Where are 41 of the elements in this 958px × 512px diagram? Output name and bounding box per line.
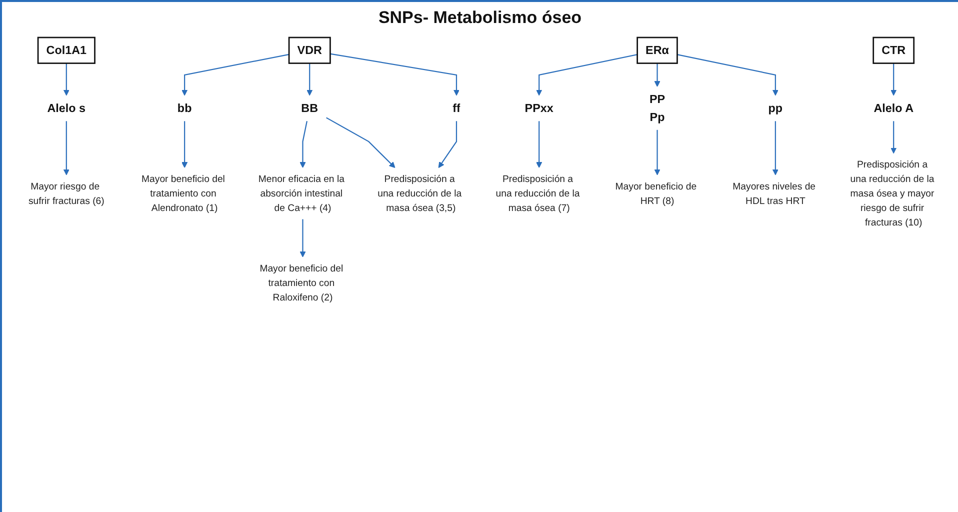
arrow [63, 63, 70, 96]
arrow [326, 117, 396, 168]
arrow [536, 54, 638, 96]
arrow [772, 121, 778, 176]
node-text: Mayor beneficio de HRT (8) [615, 180, 697, 206]
node-text: PP Pp [649, 92, 666, 124]
node-text: bb [177, 102, 192, 115]
diagram-title: SNPs- Metabolismo óseo [377, 8, 583, 28]
arrow [300, 219, 306, 258]
node-box [636, 36, 678, 64]
node-text: Mayor beneficio del tratamiento con Alendronato (1) [142, 173, 225, 214]
arrow [63, 121, 70, 176]
arrow [300, 121, 308, 168]
node-text: Mayores niveles de HDL tras HRT [732, 180, 816, 206]
arrow [677, 54, 778, 96]
node-text: pp [768, 102, 783, 115]
arrow [182, 54, 290, 96]
arrow [890, 121, 897, 154]
flowchart-diagram: Col1A1 VDR ERα CTR Alelo s bb BB ff PPxx PP Pp pp Alelo A Mayor riesgo de sufrir fracturas (6) Menor eficacia en la absorción intestinal de Ca+++ (4) Predisposición a una reducción de la masa ósea (3,5) Mayor beneficio de HRT (8) Mayores niveles de HDL tras HRT Predisposición a una reducción de la masa ósea y mayor riesgo de sufrir fracturas (10) Mayor beneficio del tratamiento con Alendronato (1) Mayor beneficio del tratamiento con Raloxifeno (2) Predisposición a una reducción de la masa ósea (7) [8, 32, 952, 314]
arrow [306, 63, 313, 96]
arrow [438, 121, 458, 168]
node-text: Alelo A [874, 102, 914, 115]
node-text: Predisposición a una reducción de la masa ósea y mayor riesgo de sufrir fracturas (10) [850, 158, 934, 228]
node-text: BB [301, 102, 318, 115]
arrow [182, 121, 188, 168]
arrow [890, 63, 897, 96]
node-text: Predisposición a una reducción de la masa ósea (3,5) [378, 173, 462, 214]
arrow [654, 63, 660, 87]
node-box [872, 36, 915, 64]
node-text: Mayor beneficio del tratamiento con Raloxifeno (2) [260, 262, 344, 302]
arrow [654, 130, 660, 176]
node-text: Predisposición a una reducción de la masa ósea (7) [496, 173, 580, 214]
node-text: Menor eficacia en la absorción intestinal de Ca+++ (4) [258, 173, 344, 214]
node-text: ff [452, 102, 460, 115]
node-box [37, 36, 96, 64]
node-box [288, 36, 331, 64]
arrow [536, 121, 542, 168]
node-text: PPxx [524, 102, 554, 115]
node-text: Alelo s [47, 102, 86, 115]
node-text: Mayor riesgo de sufrir fracturas (6) [28, 180, 104, 206]
arrow [330, 53, 460, 96]
